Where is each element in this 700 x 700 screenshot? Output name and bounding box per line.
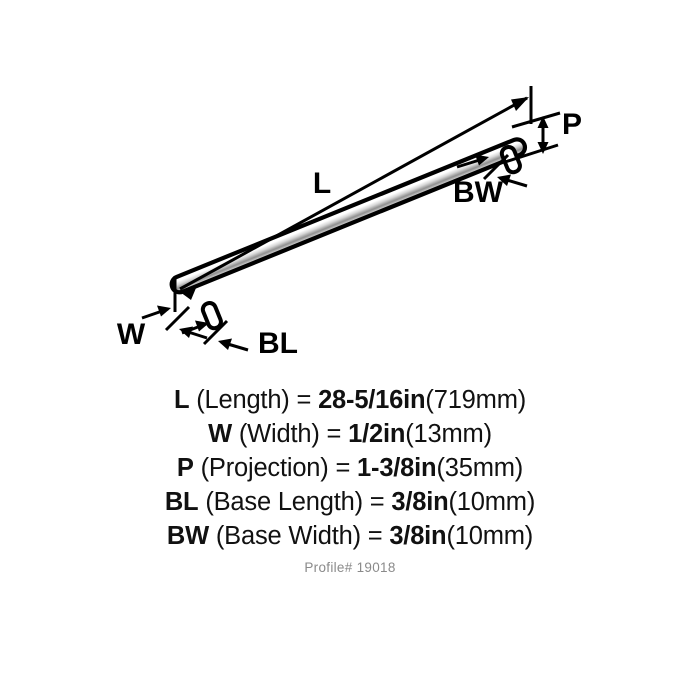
spec-name: (Base Length) = (198, 488, 392, 516)
spec-row: BL (Base Length) = 3/8in(10mm) (0, 485, 700, 519)
spec-metric: (10mm) (448, 488, 536, 516)
base-width-arrowhead-upper (475, 154, 489, 166)
spec-row: BW (Base Width) = 3/8in(10mm) (0, 519, 700, 553)
spec-row: W (Width) = 1/2in(13mm) (0, 417, 700, 451)
projection-extension-top (511, 111, 561, 129)
spec-code: L (173, 386, 190, 414)
spec-code: BL (164, 488, 199, 516)
spec-name: (Length) = (189, 386, 319, 414)
base-width-tick (482, 153, 510, 181)
spec-name: (Width) = (231, 420, 349, 448)
length-arrowhead-right (511, 97, 529, 111)
width-tick (164, 305, 191, 332)
spec-metric: (10mm) (446, 522, 534, 550)
mounting-post-left (200, 301, 223, 331)
spec-value: 3/8in (391, 488, 449, 516)
base-width-arrowhead-lower (497, 174, 511, 186)
spec-row: L (Length) = 28-5/16in(719mm) (0, 383, 700, 417)
base-length-arrowhead-upper (195, 320, 209, 332)
spec-name: (Base Width) = (209, 522, 390, 550)
handle-bar (169, 137, 528, 295)
width-dimension: W (117, 305, 208, 351)
width-arrowhead-upper (157, 305, 171, 317)
label-length: L (313, 167, 331, 200)
length-dimension-line (179, 96, 528, 291)
specification-list: L (Length) = 28-5/16in(719mm) W (Width) … (0, 383, 700, 575)
spec-name: (Projection) = (193, 454, 358, 482)
projection-arrowhead-bottom (537, 142, 549, 154)
spec-code: P (176, 454, 194, 482)
bar-body (169, 137, 528, 295)
spec-metric: (719mm) (425, 386, 527, 414)
base-length-dimension: BL (181, 319, 298, 360)
projection-extension-bottom (504, 143, 559, 164)
spec-value: 1/2in (348, 420, 406, 448)
base-length-arrowhead-lower (218, 338, 232, 350)
spec-metric: (13mm) (405, 420, 492, 448)
label-projection: P (562, 108, 582, 141)
label-base-length: BL (258, 327, 298, 360)
bar-pull-technical-illustration: L P BW (117, 86, 582, 360)
length-dimension: L (173, 86, 533, 312)
post-left-body (200, 301, 223, 331)
spec-value: 28-5/16in (318, 386, 426, 414)
projection-dimension: P (504, 108, 582, 164)
label-base-width: BW (453, 176, 504, 209)
projection-arrowhead-top (537, 116, 549, 128)
length-arrowhead-left (178, 288, 196, 300)
spec-value: 3/8in (389, 522, 447, 550)
base-width-dimension: BW (453, 153, 528, 209)
spec-metric: (35mm) (436, 454, 524, 482)
label-width: W (117, 318, 146, 351)
spec-row: P (Projection) = 1-3/8in(35mm) (0, 451, 700, 485)
profile-number: Profile# 19018 (304, 560, 396, 575)
spec-code: BW (166, 522, 209, 550)
base-length-tick (202, 319, 229, 346)
spec-code: W (208, 420, 232, 448)
spec-value: 1-3/8in (357, 454, 437, 482)
